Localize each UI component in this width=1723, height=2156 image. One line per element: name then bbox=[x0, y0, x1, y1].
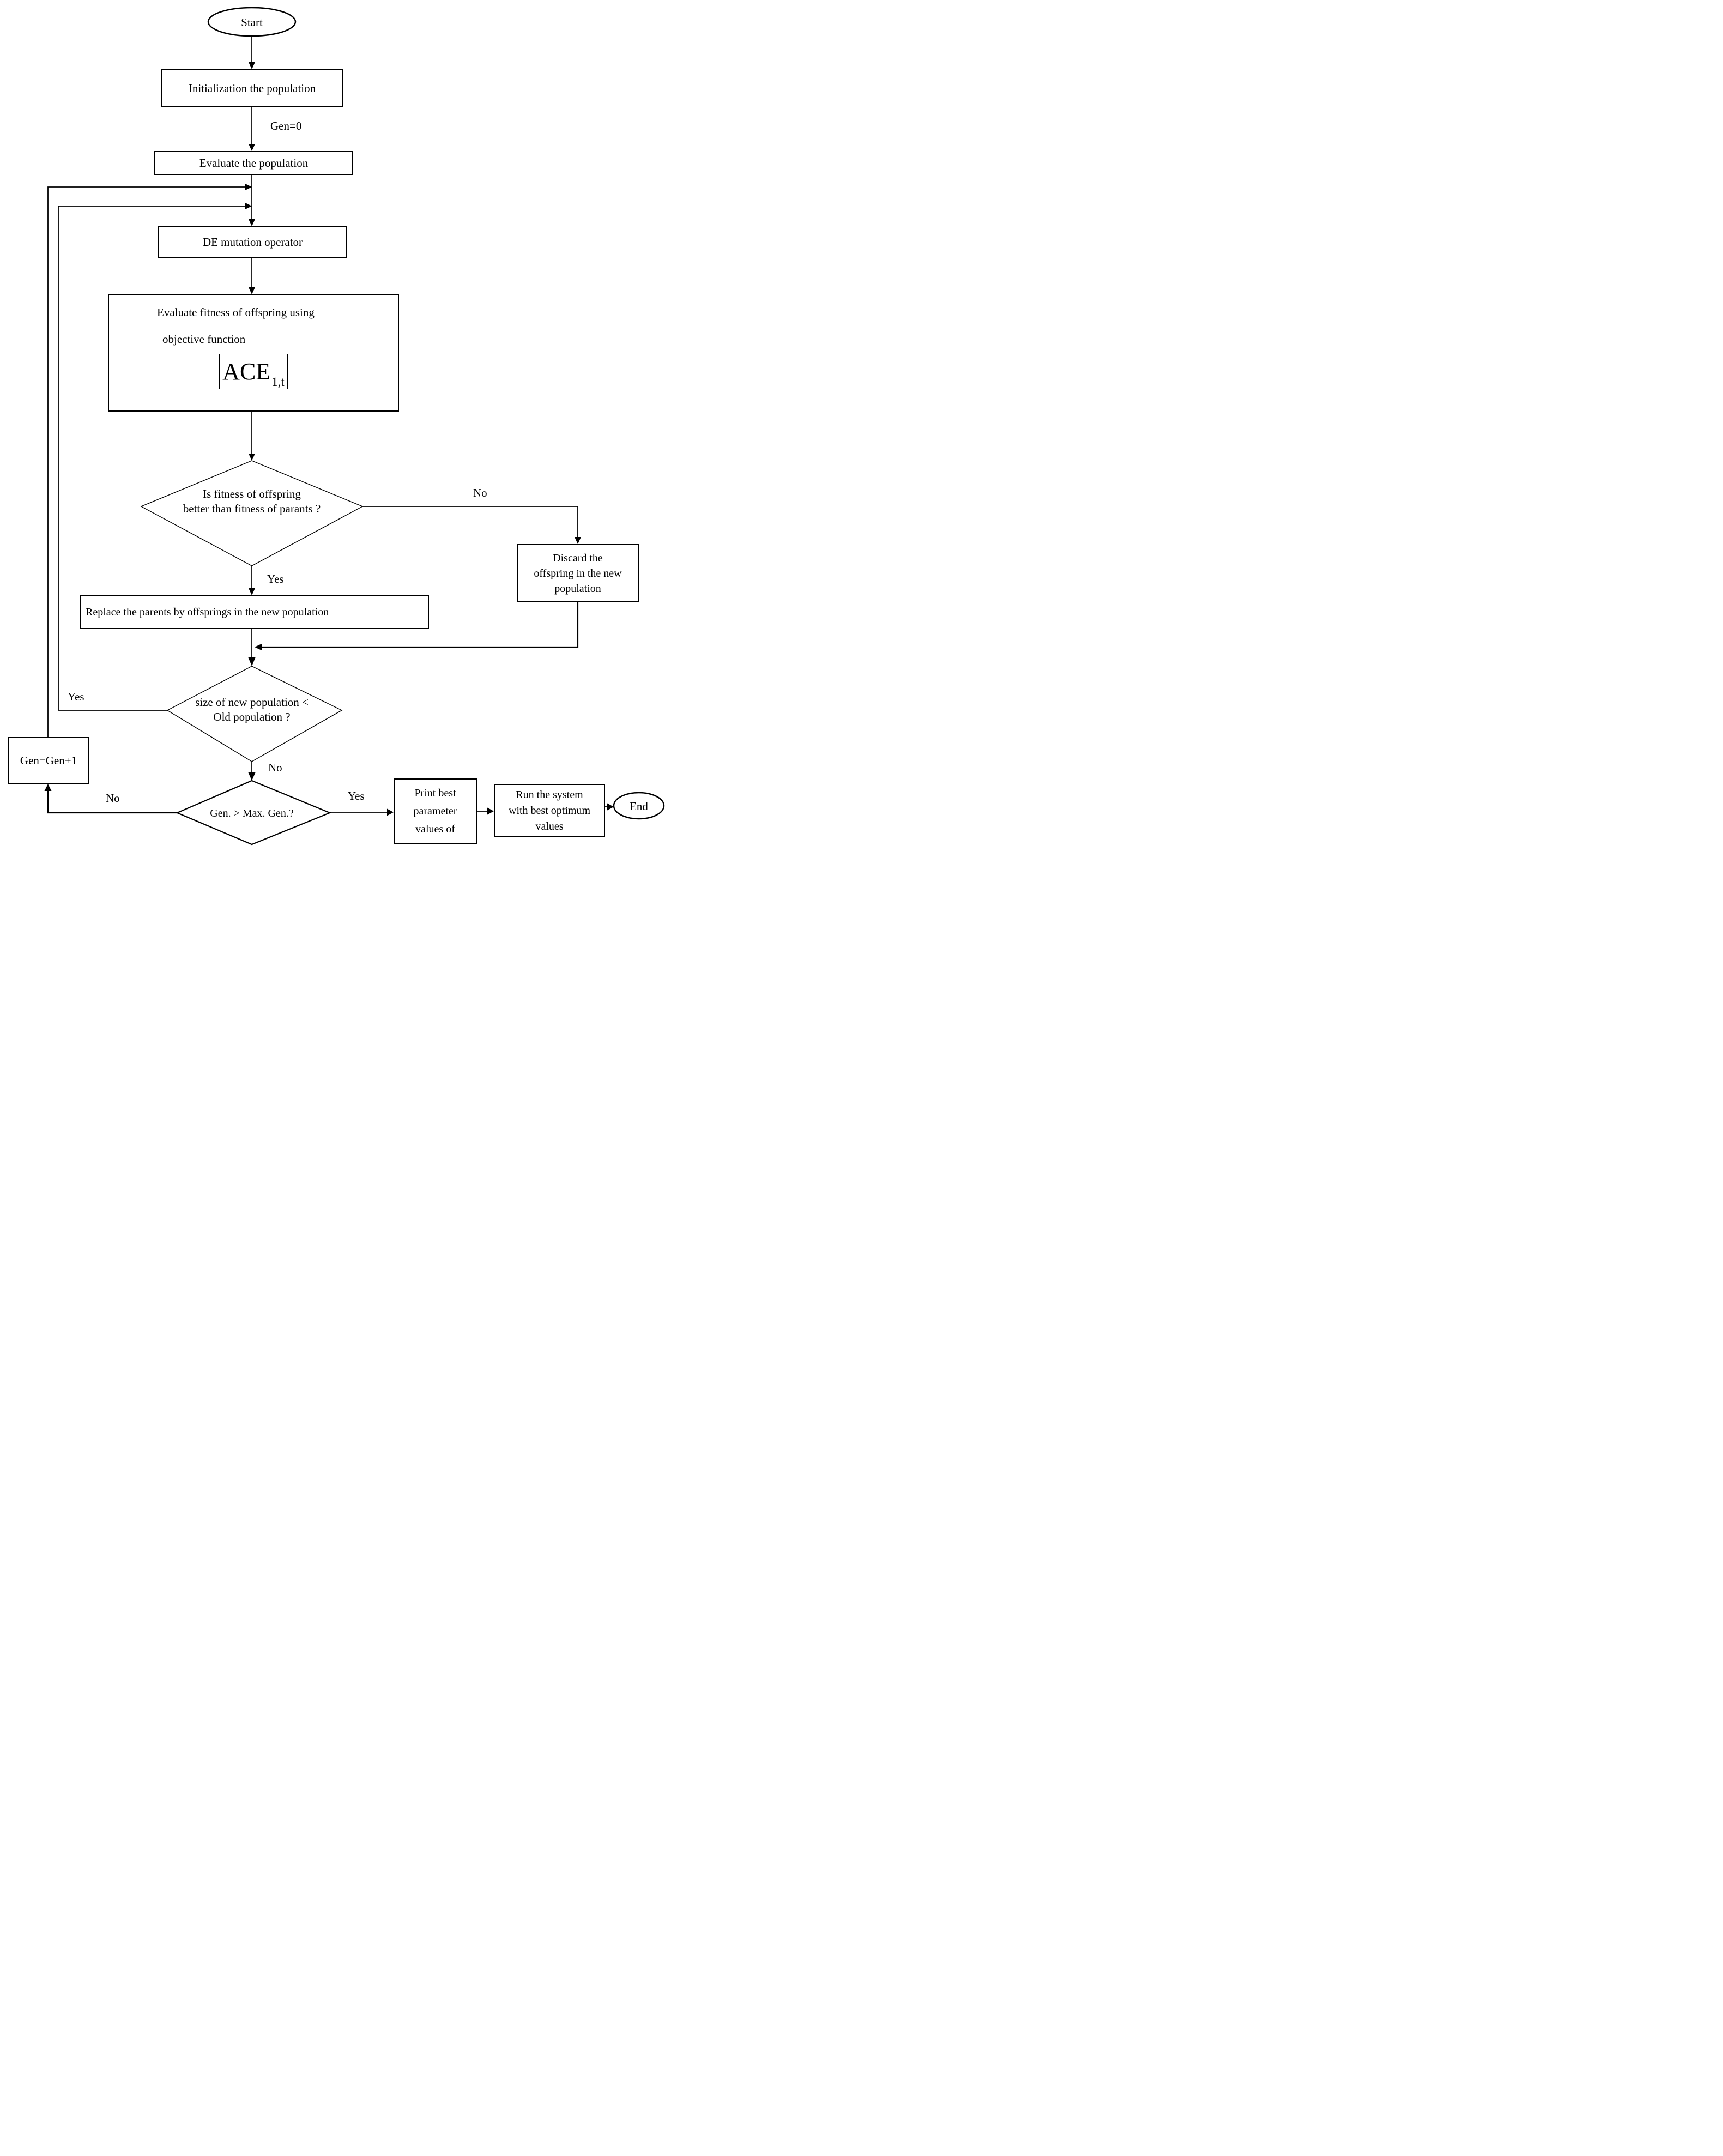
generation-increment-box: Gen=Gen+1 bbox=[8, 737, 89, 784]
run-system-box: Run the system with best optimum values bbox=[494, 784, 605, 837]
evaluate-population-label: Evaluate the population bbox=[199, 156, 309, 170]
generation-increment-label: Gen=Gen+1 bbox=[20, 753, 77, 767]
init-population-label: Initialization the population bbox=[188, 81, 316, 95]
edge-decision1-yes-to-replace bbox=[249, 566, 255, 595]
edge-population-size-yes-loop bbox=[58, 202, 252, 711]
discard-line1: Discard the bbox=[553, 552, 603, 564]
flowchart-shapes-layer bbox=[44, 7, 665, 846]
run-line3: values bbox=[535, 820, 564, 832]
edge-print-to-run bbox=[477, 807, 494, 815]
edge-decision3-yes-to-print bbox=[330, 808, 394, 816]
decision-fitness-text: Is fitness of offspring better than fitn… bbox=[143, 487, 361, 516]
decision-population-size-line2: Old population ? bbox=[213, 710, 291, 723]
decision2-no-label: No bbox=[268, 761, 282, 774]
fitness-line1: Evaluate fitness of offspring using bbox=[157, 306, 315, 319]
edge-discard-merge bbox=[255, 602, 579, 651]
evaluate-population-box: Evaluate the population bbox=[154, 151, 353, 175]
print-line1: Print best bbox=[414, 787, 456, 799]
formula-left-bar bbox=[219, 354, 221, 389]
edge-decision2-no-to-decision3 bbox=[248, 762, 256, 781]
de-mutation-box: DE mutation operator bbox=[158, 226, 347, 258]
edge-run-to-end bbox=[605, 803, 614, 811]
end-terminator-shape bbox=[613, 792, 665, 820]
print-line3: values of bbox=[415, 823, 455, 835]
discard-line2: offspring in the new bbox=[534, 567, 622, 579]
edge-fitness-to-decision1 bbox=[249, 412, 255, 461]
decision-max-generation-text: Gen. > Max. Gen.? bbox=[210, 807, 294, 819]
decision3-no-label: No bbox=[106, 792, 120, 805]
decision-population-size-line1: size of new population < bbox=[195, 696, 309, 709]
decision3-yes-label: Yes bbox=[348, 789, 365, 802]
decision1-no-label: No bbox=[473, 486, 487, 499]
decision-population-size-text: size of new population < Old population … bbox=[143, 695, 361, 724]
edge-generation-loop bbox=[47, 183, 252, 737]
replace-parents-box: Replace the parents by offsprings in the… bbox=[80, 595, 429, 629]
edge-evaluate-to-mutation bbox=[249, 175, 255, 226]
edge-decision3-no-to-gen bbox=[44, 784, 177, 814]
formula-subscript: 1,t bbox=[271, 375, 285, 389]
start-label: Start bbox=[241, 16, 263, 29]
edge-mutation-to-fitness bbox=[249, 258, 255, 294]
run-line2: with best optimum bbox=[509, 804, 590, 817]
init-population-box: Initialization the population bbox=[161, 69, 343, 107]
discard-line3: population bbox=[554, 582, 601, 595]
decision-fitness-line2: better than fitness of parants ? bbox=[183, 502, 321, 515]
formula-ace: ACE bbox=[222, 358, 271, 385]
print-best-box: Print best parameter values of bbox=[394, 778, 477, 844]
edge-start-to-init bbox=[249, 36, 255, 69]
run-line1: Run the system bbox=[516, 788, 583, 801]
decision1-yes-label: Yes bbox=[267, 572, 284, 585]
edge-init-to-evaluate bbox=[249, 107, 255, 151]
evaluate-fitness-box: Evaluate fitness of offspring using obje… bbox=[108, 294, 399, 412]
formula-right-bar bbox=[286, 354, 288, 389]
edge-replace-to-decision2 bbox=[248, 629, 256, 666]
decision-max-generation-shape bbox=[176, 780, 331, 846]
end-label: End bbox=[630, 800, 648, 813]
fitness-line2: objective function bbox=[162, 333, 246, 346]
gen-zero-edge-label: Gen=0 bbox=[270, 119, 302, 132]
edge-decision1-no-to-discard bbox=[362, 506, 581, 544]
de-mutation-label: DE mutation operator bbox=[202, 235, 303, 249]
decision-fitness-line1: Is fitness of offspring bbox=[203, 487, 301, 500]
decision2-yes-label: Yes bbox=[68, 690, 84, 703]
print-line2: parameter bbox=[413, 805, 457, 817]
discard-offspring-box: Discard the offspring in the new populat… bbox=[517, 544, 639, 602]
flowchart-canvas: Start End Initialization the population … bbox=[0, 0, 676, 846]
replace-parents-label: Replace the parents by offsprings in the… bbox=[86, 606, 329, 618]
